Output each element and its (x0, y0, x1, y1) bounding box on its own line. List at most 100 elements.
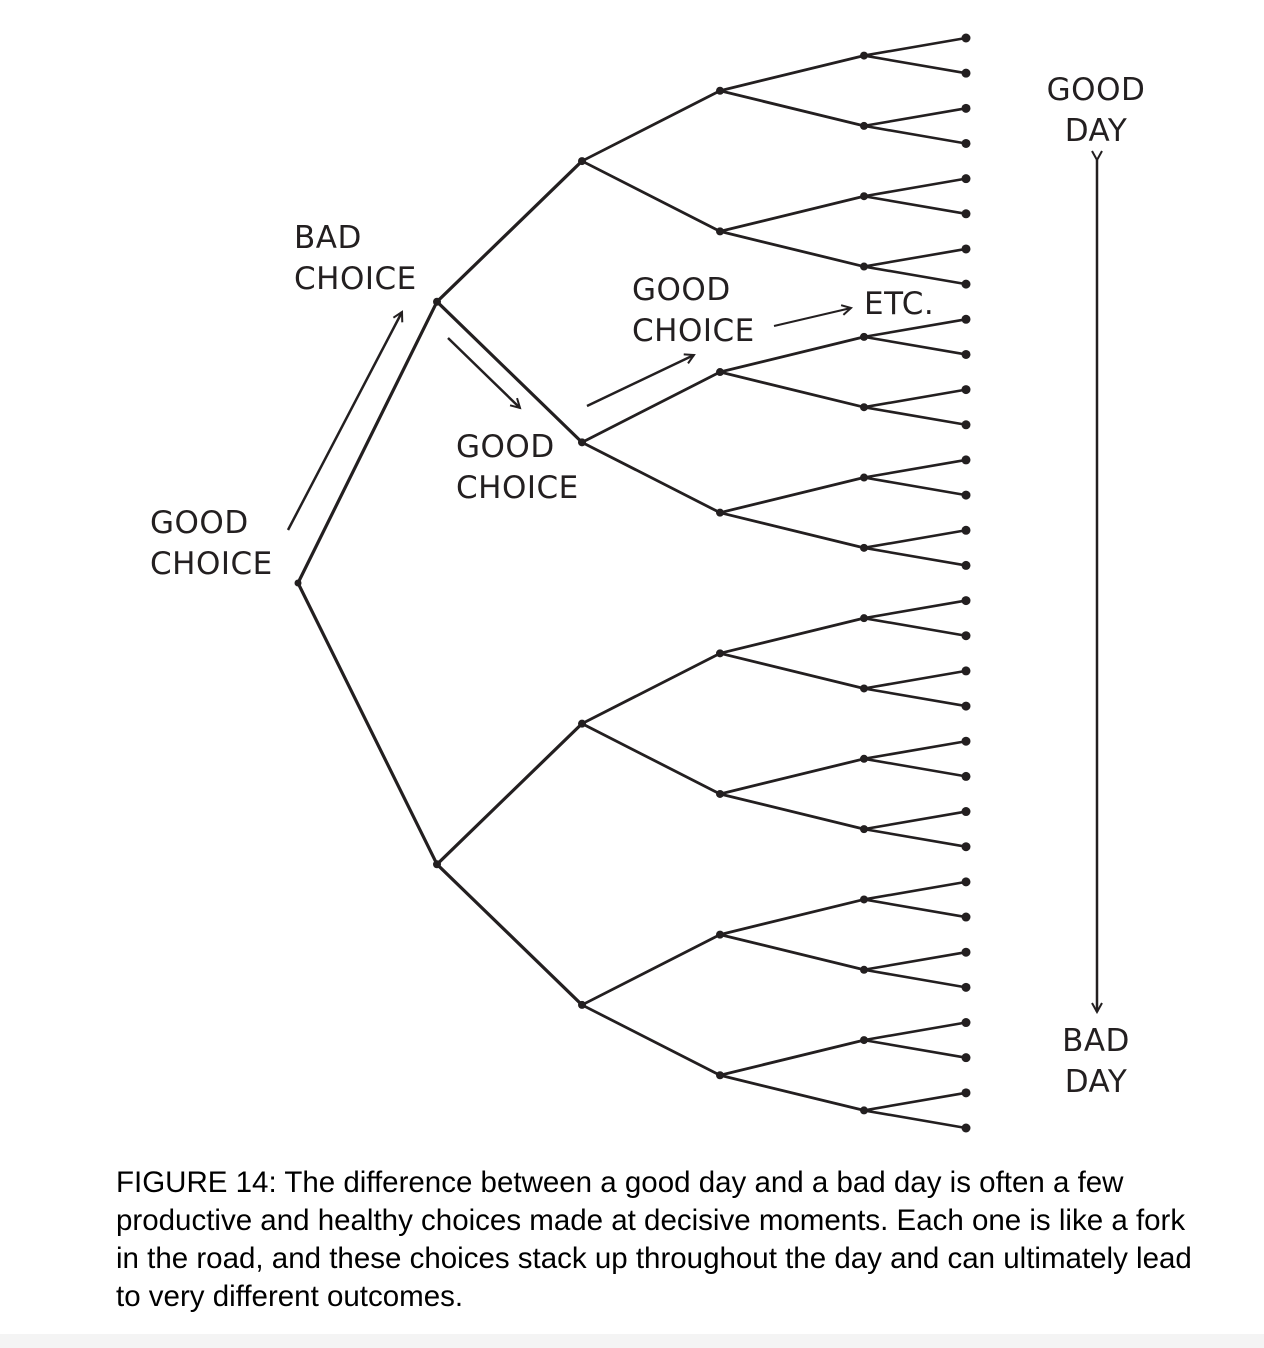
tree-branch (580, 440, 722, 515)
choice-node (860, 825, 868, 834)
choice-node (860, 51, 868, 60)
tree-branch (862, 194, 968, 216)
tree-branch (718, 898, 866, 937)
choice-node (860, 1036, 868, 1045)
tree-branch (862, 827, 968, 849)
leaf-node (961, 982, 971, 992)
tree-branch (862, 1038, 968, 1059)
leaf-node (961, 1123, 971, 1133)
choice-node (716, 930, 724, 939)
tree-branch (862, 739, 968, 761)
choice-node (716, 508, 724, 517)
choice-node (433, 297, 441, 306)
tree-branch (718, 335, 866, 374)
tree-branch (862, 388, 968, 409)
tree-branch (862, 36, 968, 57)
leaf-node (961, 385, 971, 395)
tree-branch (580, 370, 722, 444)
choice-node (716, 368, 724, 377)
label-bad-choice: BAD CHOICE (294, 220, 417, 297)
tree-branch (580, 1003, 722, 1077)
tree-branch (718, 651, 866, 690)
tree-branch (862, 335, 968, 356)
tree-branch (862, 1091, 968, 1112)
tree-branch (718, 194, 866, 233)
tree-branch (580, 933, 722, 1007)
tree-branch (580, 159, 722, 233)
choice-node (578, 1000, 586, 1009)
choice-node (860, 965, 868, 974)
page-bottom-edge (0, 1334, 1264, 1348)
choice-node (578, 719, 586, 728)
leaf-node (961, 33, 971, 43)
tree-branch (862, 405, 968, 427)
tree-branch (435, 159, 584, 304)
tree-branch (862, 528, 968, 550)
leaf-node (961, 68, 971, 78)
leaf-node (961, 912, 971, 922)
tree-branch (862, 317, 968, 339)
leaf-node (961, 244, 971, 254)
tree-branch (862, 616, 968, 638)
choice-node (716, 227, 724, 236)
choice-node (716, 1071, 724, 1080)
choice-node (860, 403, 868, 412)
leaf-node (961, 1088, 971, 1098)
label-first-good-choice: GOOD CHOICE (150, 505, 273, 582)
tree-branch (296, 300, 439, 585)
leaf-node (961, 631, 971, 641)
tree-branch (862, 898, 968, 919)
tree-branch (862, 669, 968, 690)
tree-branch (718, 54, 866, 93)
tree-branch (862, 107, 968, 128)
tree-branch (862, 476, 968, 497)
tree-branch (862, 458, 968, 479)
tree-branch (862, 968, 968, 989)
tree-branch (435, 722, 584, 866)
leaf-node (961, 596, 971, 606)
tree-branch (862, 950, 968, 972)
tree-branch (580, 651, 722, 726)
annotation-arrows (286, 160, 1097, 1012)
tree-branch (435, 300, 584, 444)
leaf-node (961, 525, 971, 535)
choice-node (860, 614, 868, 623)
leaf-node (961, 666, 971, 676)
tree-branch (296, 581, 439, 866)
choice-node (860, 121, 868, 130)
choice-node (860, 192, 868, 201)
leaf-node (961, 420, 971, 430)
tree-branch (718, 229, 866, 268)
tree-branch (718, 616, 866, 655)
leaf-node (961, 947, 971, 957)
label-third-good-choice: GOOD CHOICE (632, 272, 755, 349)
arrow-good-to-good (586, 355, 694, 408)
leaf-node (961, 349, 971, 359)
leaf-node (961, 455, 971, 465)
tree-branch (862, 687, 968, 708)
tree-branch (580, 722, 722, 796)
leaf-node (961, 807, 971, 817)
choice-node (860, 332, 868, 341)
tree-branch (718, 511, 866, 550)
tree-branch (862, 1021, 968, 1042)
leaf-node (961, 1018, 971, 1028)
tree-branch (718, 792, 866, 831)
leaf-node (961, 560, 971, 570)
tree-branches (296, 36, 968, 1130)
leaf-node (961, 138, 971, 148)
leaf-node (961, 174, 971, 184)
leaf-node (961, 490, 971, 500)
decision-tree-diagram (286, 33, 1264, 1133)
tree-branch (862, 1109, 968, 1130)
choice-node (860, 684, 868, 693)
label-good-day: GOOD DAY (1046, 72, 1146, 149)
leaf-node (961, 209, 971, 219)
tree-branch (862, 124, 968, 145)
arrow-good-to-bad (286, 312, 402, 531)
tree-branch (862, 880, 968, 901)
leaf-node (961, 314, 971, 324)
root-node (294, 579, 302, 587)
tree-branch (862, 757, 968, 778)
choice-node (860, 1106, 868, 1115)
